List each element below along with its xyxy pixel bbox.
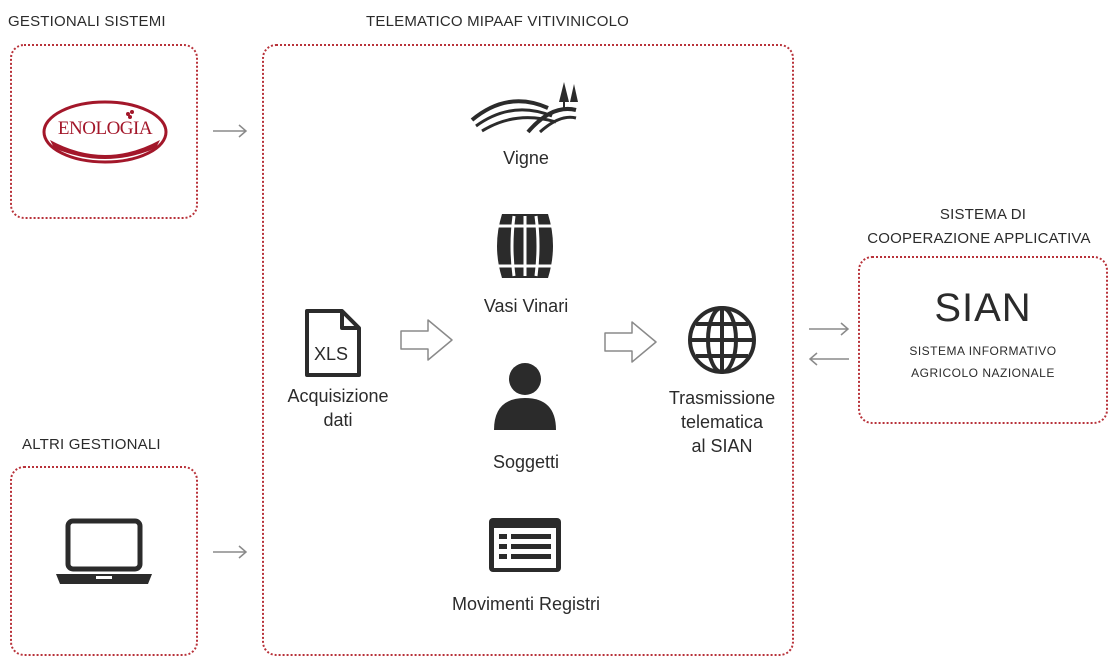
transmission-line1: Trasmissione [668,388,776,408]
acquisizione-label-line2: dati [323,410,353,430]
enologia-logo: ENOLOGIA sistemi [42,100,168,164]
register-icon [487,516,563,574]
gestionali-box: ENOLOGIA sistemi [10,44,198,219]
sistema-title-line1: SISTEMA DI [939,206,1027,223]
hollow-arrow-icon [400,318,454,362]
arrow-right-icon [212,545,248,559]
enologia-sub: sistemi [87,144,123,155]
sian-line2: AGRICOLO NAZIONALE [911,366,1055,380]
globe-icon [686,304,758,376]
altri-box [10,466,198,656]
hollow-arrow-icon [604,320,658,364]
acquisizione-label-line1: Acquisizione [287,386,389,406]
sian-box: SIAN SISTEMA INFORMATIVO AGRICOLO NAZION… [858,256,1108,424]
arrow-right-icon [808,322,850,336]
transmission-line2: telematica [680,412,764,432]
sistema-title-line2: COOPERAZIONE APPLICATIVA [867,230,1091,247]
user-icon [492,362,558,432]
altri-title: ALTRI GESTIONALI [22,436,161,453]
soggetti-label: Soggetti [492,452,560,472]
enologia-brand: ENOLOGIA [57,118,153,139]
sian-line1: SISTEMA INFORMATIVO [909,344,1057,358]
gestionali-title: GESTIONALI SISTEMI [8,13,166,30]
vasi-vinari-label: Vasi Vinari [483,296,569,316]
barrel-icon [494,212,556,280]
xls-file-label: XLS [314,344,349,364]
telematico-title: TELEMATICO MIPAAF VITIVINICOLO [366,13,629,30]
transmission-line3: al SIAN [691,436,753,456]
arrow-right-icon [212,124,248,138]
vineyard-icon [468,80,578,136]
laptop-icon [54,518,154,588]
xls-file-icon [304,308,362,378]
vigne-label: Vigne [503,148,549,168]
sian-title: SIAN [934,286,1032,330]
arrow-left-icon [808,352,850,366]
movimenti-registri-label: Movimenti Registri [451,594,601,614]
